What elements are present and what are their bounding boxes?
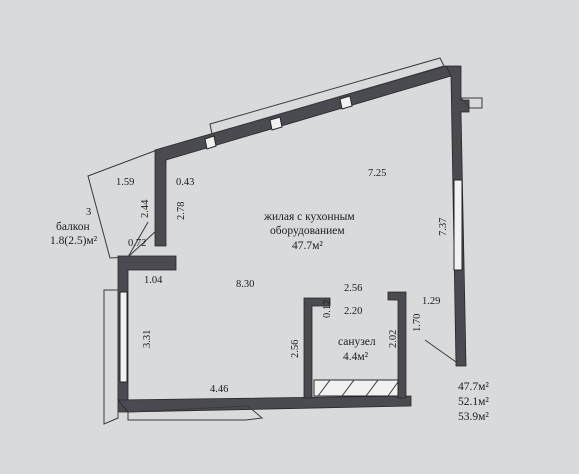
balcony-name: балкон (56, 221, 90, 233)
dim-2-02: 2.02 (388, 330, 399, 348)
window-top-2 (269, 116, 283, 131)
wall-bottom-facade (127, 405, 264, 421)
dim-7-25: 7.25 (368, 168, 386, 179)
living-room-line1: жилая с кухонным (263, 211, 355, 223)
total-area-2: 52.1м² (458, 396, 489, 408)
dim-2-56-left: 2.56 (290, 340, 301, 358)
dim-1-70: 1.70 (412, 314, 423, 332)
balcony-outline (87, 149, 158, 259)
wall-left-facade (103, 289, 119, 425)
balcony-diagonal (127, 221, 149, 258)
window-top-1 (204, 135, 217, 150)
dim-2-78: 2.78 (176, 202, 187, 220)
dim-1-29: 1.29 (422, 296, 440, 307)
dim-2-56-top: 2.56 (344, 283, 362, 294)
dim-0-72: 0.72 (128, 238, 146, 249)
dim-0-12: 0.12 (322, 300, 333, 318)
wall-bottom (117, 395, 412, 413)
bathroom-hatch (313, 379, 399, 397)
bathroom-area: 4.4м² (343, 351, 369, 363)
window-top-3 (339, 95, 353, 110)
window-left (119, 291, 128, 383)
dim-4-46: 4.46 (210, 384, 228, 395)
dim-2-44: 2.44 (140, 199, 151, 218)
living-room-line2: оборудованием (270, 225, 345, 237)
bathroom-wall (303, 297, 331, 399)
wall-top-facade (209, 57, 445, 135)
balcony-area: 1.8(2.5)м² (50, 235, 98, 247)
dim-7-37: 7.37 (438, 218, 449, 236)
dim-1-04: 1.04 (144, 275, 163, 286)
bathroom-name: санузел (338, 336, 376, 348)
dim-0-43: 0.43 (176, 177, 194, 188)
bathroom-wall-right (387, 291, 407, 399)
dim-3-31: 3.31 (142, 330, 153, 348)
balcony-number: 3 (86, 207, 91, 218)
dim-8-30: 8.30 (236, 279, 254, 290)
living-room-area: 47.7м² (292, 240, 323, 252)
dim-2-20: 2.20 (344, 306, 362, 317)
total-area-3: 53.9м² (458, 411, 489, 423)
dimension-leader (424, 339, 457, 363)
total-area-1: 47.7м² (458, 381, 489, 393)
wall-right-jog (459, 97, 483, 109)
dim-1-59: 1.59 (116, 177, 134, 188)
window-right (453, 179, 463, 271)
